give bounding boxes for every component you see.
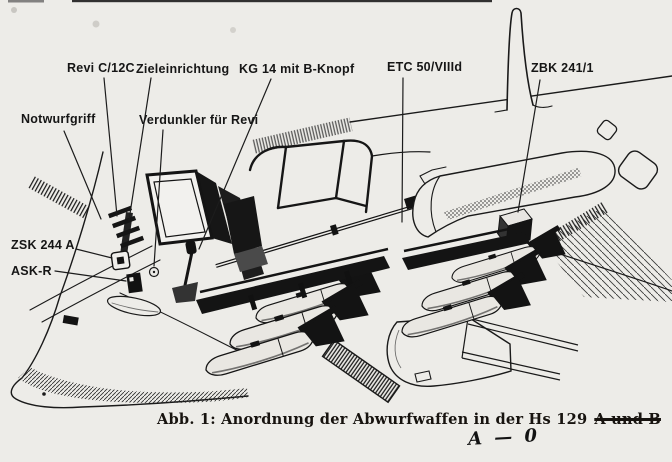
leader-lines: [54, 77, 541, 282]
etc-rack-front: [196, 247, 390, 314]
wing-shading: [540, 207, 672, 302]
label-zieleinrichtung: Zieleinrichtung: [136, 62, 230, 76]
rear-bomb-cluster: [394, 223, 569, 345]
leader-zieleinrichtung: [128, 77, 152, 221]
label-zbk-241-1: ZBK 241/1: [531, 61, 594, 75]
caption-text: Abb. 1: Anordnung der Abwurfwaffen in de…: [157, 411, 588, 428]
label-ask-r: ASK-R: [11, 264, 52, 278]
label-zsk-244a: ZSK 244 A: [11, 238, 75, 252]
label-verdunkler: Verdunkler für Revi: [139, 113, 259, 127]
figure-caption: Abb. 1: Anordnung der Abwurfwaffen in de…: [157, 411, 661, 428]
leader-revi: [103, 77, 118, 217]
rear-fuselage-pod: [412, 150, 616, 238]
front-bomb-cluster: [196, 247, 390, 384]
canopy-frame: [248, 139, 431, 214]
fuselage-hatch-small: [596, 119, 618, 141]
label-etc-50-viiid: ETC 50/VIIId: [387, 60, 463, 74]
scan-artifacts: [8, 0, 492, 33]
nose-bottom-shading: [18, 367, 248, 403]
label-kg14: KG 14 mit B-Knopf: [239, 62, 355, 76]
etc-rack-rear: [402, 223, 530, 270]
leader-notwurfgriff: [63, 130, 102, 220]
label-notwurfgriff: Notwurfgriff: [21, 112, 96, 126]
fuselage-hatch-large: [617, 150, 659, 190]
nacelle-section: [321, 316, 579, 404]
leader-zsk: [75, 248, 113, 259]
cockpit-section: [107, 117, 431, 303]
windscreen: [145, 169, 232, 246]
control-stick-kg14: [172, 240, 198, 303]
starboard-wing-root: [496, 202, 672, 302]
tail-section: [349, 7, 672, 190]
wing-spar-rails: [461, 317, 579, 381]
ask-r-device: [126, 272, 143, 294]
tail-fin: [506, 7, 534, 111]
label-revi-c12c: Revi C/12C: [67, 61, 135, 75]
leader-etc: [401, 77, 404, 223]
pod-stipple-shading: [444, 168, 582, 220]
zsk-244a-device: [110, 250, 131, 271]
leader-ask: [54, 270, 127, 282]
revi-sight: [107, 205, 145, 255]
leader-zbk: [517, 79, 541, 213]
gondola-rib-shading: [321, 339, 401, 404]
port-wing-cut-hatching: [27, 176, 104, 227]
leader-kg14: [198, 78, 272, 250]
caption-struck-text: A und B: [594, 411, 661, 428]
verdunkler-mount: [148, 266, 160, 278]
pilot-seat: [224, 196, 268, 272]
leader-verdunkler: [153, 129, 164, 267]
external-fitting: [62, 315, 79, 326]
handwritten-correction: A — 0: [467, 425, 541, 450]
